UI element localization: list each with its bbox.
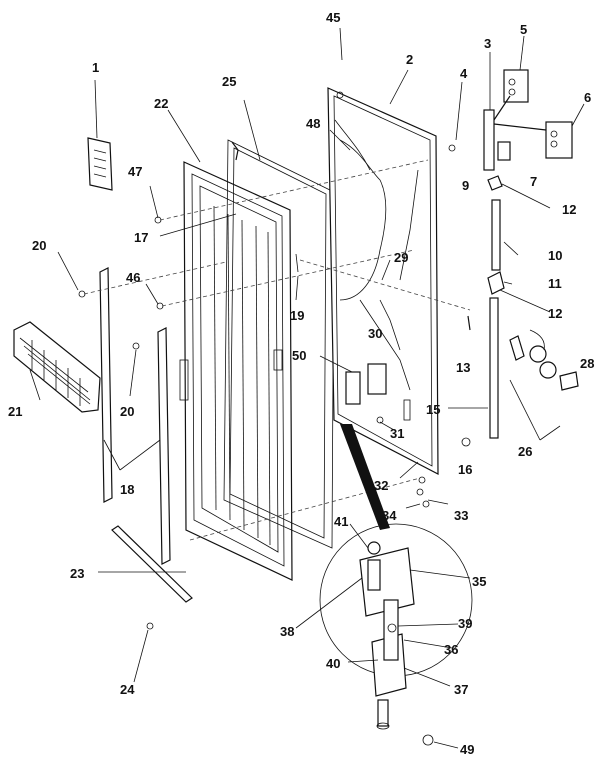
callout-5: 5	[520, 22, 527, 37]
callout-3: 3	[484, 36, 491, 51]
callout-15: 15	[426, 402, 440, 417]
callout-46: 46	[126, 270, 140, 285]
callout-36: 36	[444, 642, 458, 657]
callout-4: 4	[460, 66, 468, 81]
callout-50: 50	[292, 348, 306, 363]
callout-26: 26	[518, 444, 532, 459]
callout-7: 7	[530, 174, 537, 189]
callout-24: 24	[120, 682, 135, 697]
callout-48: 48	[306, 116, 320, 131]
callout-45: 45	[326, 10, 340, 25]
leader-lines	[57, 27, 585, 749]
callout-20b: 20	[120, 404, 134, 419]
callout-32: 32	[374, 478, 388, 493]
callout-35: 35	[472, 574, 486, 589]
callout-29: 29	[394, 250, 408, 265]
callout-9: 9	[462, 178, 469, 193]
callout-6: 6	[584, 90, 591, 105]
callout-23: 23	[70, 566, 84, 581]
callout-labels: 1 2 3 4 5 6 7 9 10 11 12 12 13 15 16 17 …	[8, 10, 594, 757]
callout-2: 2	[406, 52, 413, 67]
callout-22: 22	[154, 96, 168, 111]
callout-33: 33	[454, 508, 468, 523]
hinge-detail	[319, 424, 473, 746]
part-door-liner	[179, 161, 293, 581]
callout-47: 47	[128, 164, 142, 179]
callout-1: 1	[92, 60, 99, 75]
callout-13: 13	[456, 360, 470, 375]
callout-41: 41	[334, 514, 348, 529]
callout-49: 49	[460, 742, 474, 757]
callout-18: 18	[120, 482, 134, 497]
alignment-lines	[83, 159, 471, 541]
callout-37: 37	[454, 682, 468, 697]
callout-12a: 12	[562, 202, 576, 217]
part-manual	[87, 79, 113, 191]
callout-19: 19	[290, 308, 304, 323]
callout-11: 11	[548, 276, 562, 291]
part-screws	[78, 216, 430, 630]
callout-12b: 12	[548, 306, 562, 321]
callout-25: 25	[222, 74, 236, 89]
part-basket	[13, 321, 101, 413]
part-door-panel	[327, 87, 439, 475]
callout-30: 30	[368, 326, 382, 341]
callout-40: 40	[326, 656, 340, 671]
part-handle-assembly	[448, 69, 579, 447]
callout-28: 28	[580, 356, 594, 371]
callout-17: 17	[134, 230, 148, 245]
callout-31: 31	[390, 426, 404, 441]
callout-10: 10	[548, 248, 562, 263]
part-gasket	[223, 139, 335, 549]
part-shelf-rails	[99, 267, 171, 565]
callout-34: 34	[382, 508, 397, 523]
callout-38: 38	[280, 624, 294, 639]
callout-20a: 20	[32, 238, 46, 253]
callout-39: 39	[458, 616, 472, 631]
callout-16: 16	[458, 462, 472, 477]
part-bottom-bar	[98, 525, 193, 603]
callout-21: 21	[8, 404, 22, 419]
